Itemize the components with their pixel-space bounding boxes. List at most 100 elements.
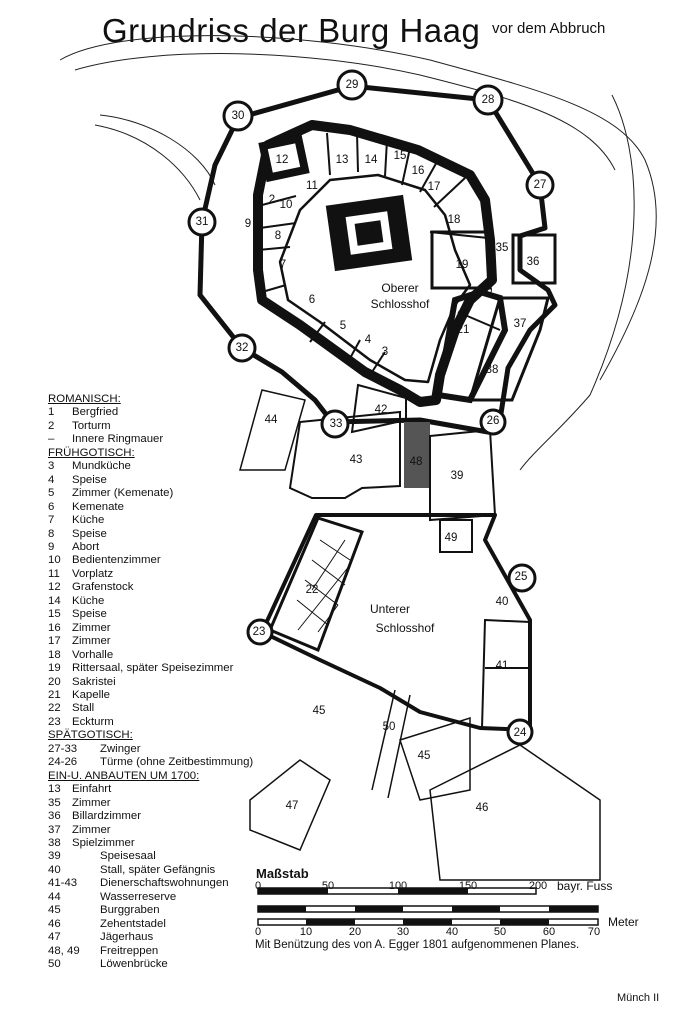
legend-item-label: Türme (ohne Zeitbestimmung) xyxy=(100,756,254,769)
legend-item-label: Zimmer xyxy=(72,823,111,836)
room-number-46: 46 xyxy=(476,802,489,814)
legend-item-number: 18 xyxy=(48,648,61,661)
room-wall xyxy=(384,139,388,177)
legend-item-number: 9 xyxy=(48,540,55,553)
meter-tick: 30 xyxy=(396,926,410,938)
room-wall xyxy=(257,246,291,251)
legend-item-label: Torturm xyxy=(72,419,111,432)
servants-building-43 xyxy=(288,410,401,499)
scale-title: Maßstab xyxy=(256,866,309,881)
legend-item-label: Stall, später Gefängnis xyxy=(100,863,216,876)
legend-item-label: Löwenbrücke xyxy=(100,958,168,971)
terrain-contour-line xyxy=(59,35,657,381)
legend-item-number: 16 xyxy=(48,621,61,634)
room-number-6: 6 xyxy=(309,294,315,306)
water-reserve-44 xyxy=(239,389,306,471)
scale-bars xyxy=(257,887,599,926)
stairway-49 xyxy=(439,519,473,553)
room-number-22: 22 xyxy=(306,584,319,596)
stable-40-41 xyxy=(480,618,531,732)
keep-core xyxy=(354,220,384,246)
room-wall xyxy=(433,177,466,208)
terrain-contour-line xyxy=(74,53,616,171)
legend-item-number: 12 xyxy=(48,581,61,594)
legend-item-number: 23 xyxy=(48,715,61,728)
meter-unit: Meter xyxy=(608,915,639,929)
room-number-26: 26 xyxy=(487,415,500,427)
room-wall xyxy=(356,132,359,173)
legend-item-label: Speise xyxy=(72,527,107,540)
tower-33 xyxy=(320,409,350,439)
legend-item-number: 5 xyxy=(48,487,55,500)
legend-item: –Innere Ringmauer xyxy=(48,433,253,446)
room-number-48: 48 xyxy=(410,456,423,468)
page-title: Grundriss der Burg Haag xyxy=(102,12,481,49)
room-number-35: 35 xyxy=(496,242,509,254)
legend-item-number: 21 xyxy=(48,688,61,701)
room-number-42: 42 xyxy=(375,404,388,416)
legend-item-number: 17 xyxy=(48,635,61,648)
room-wall xyxy=(261,195,297,206)
legend-item-number: 48, 49 xyxy=(48,944,80,957)
legend-item-label: Küche xyxy=(72,594,105,607)
stable-hatching xyxy=(296,539,351,626)
legend-item-label: Burggraben xyxy=(100,904,160,917)
feet-tick: 200 xyxy=(528,880,548,892)
room-number-1: 1 xyxy=(369,224,375,236)
room-wall xyxy=(401,147,411,186)
legend-item-label: Billardzimmer xyxy=(72,810,141,823)
room-number-45: 45 xyxy=(313,705,326,717)
feet-unit: bayr. Fuss xyxy=(557,879,613,893)
grafenstock-interior xyxy=(267,143,301,173)
room-number-32: 32 xyxy=(236,342,249,354)
room-number-23: 23 xyxy=(253,626,266,638)
legend-item-number: 10 xyxy=(48,554,61,567)
room-number-20: 20 xyxy=(480,285,493,297)
legend-item-label: Wasserreserve xyxy=(100,890,177,903)
east-wing xyxy=(467,296,550,402)
lower-courtyard-label: Unterer xyxy=(370,602,410,616)
legend-item-label: Speisesaal xyxy=(100,850,156,863)
legend-item-label: Speise xyxy=(72,473,107,486)
room-number-36: 36 xyxy=(527,256,540,268)
room-number-10: 10 xyxy=(280,199,293,211)
upper-courtyard-label: Schlosshof xyxy=(371,297,430,311)
legend-item-number: 41-43 xyxy=(48,877,78,890)
room-number-29: 29 xyxy=(346,79,359,91)
legend-item-label: Vorhalle xyxy=(72,648,114,661)
legend-item-label: Zehentstadel xyxy=(100,917,166,930)
room-number-9: 9 xyxy=(245,218,251,230)
source-note: Mit Benützung des von A. Egger 1801 aufg… xyxy=(255,939,580,951)
room-number-39: 39 xyxy=(451,470,464,482)
legend-item-label: Bergfried xyxy=(72,406,119,419)
legend-item-label: Zwinger xyxy=(100,742,141,755)
legend-heading: FRÜHGOTISCH: xyxy=(48,446,135,459)
meter-tick: 20 xyxy=(348,926,362,938)
room-number-41: 41 xyxy=(496,660,509,672)
tower-28 xyxy=(472,84,504,116)
legend-heading: EIN-U. ANBAUTEN UM 1700: xyxy=(48,769,200,782)
moat-section-45 xyxy=(399,716,471,801)
room-number-4: 4 xyxy=(365,334,372,346)
legend-item-label: Einfahrt xyxy=(72,783,112,796)
room-number-17: 17 xyxy=(428,181,441,193)
room-wall xyxy=(371,351,386,373)
